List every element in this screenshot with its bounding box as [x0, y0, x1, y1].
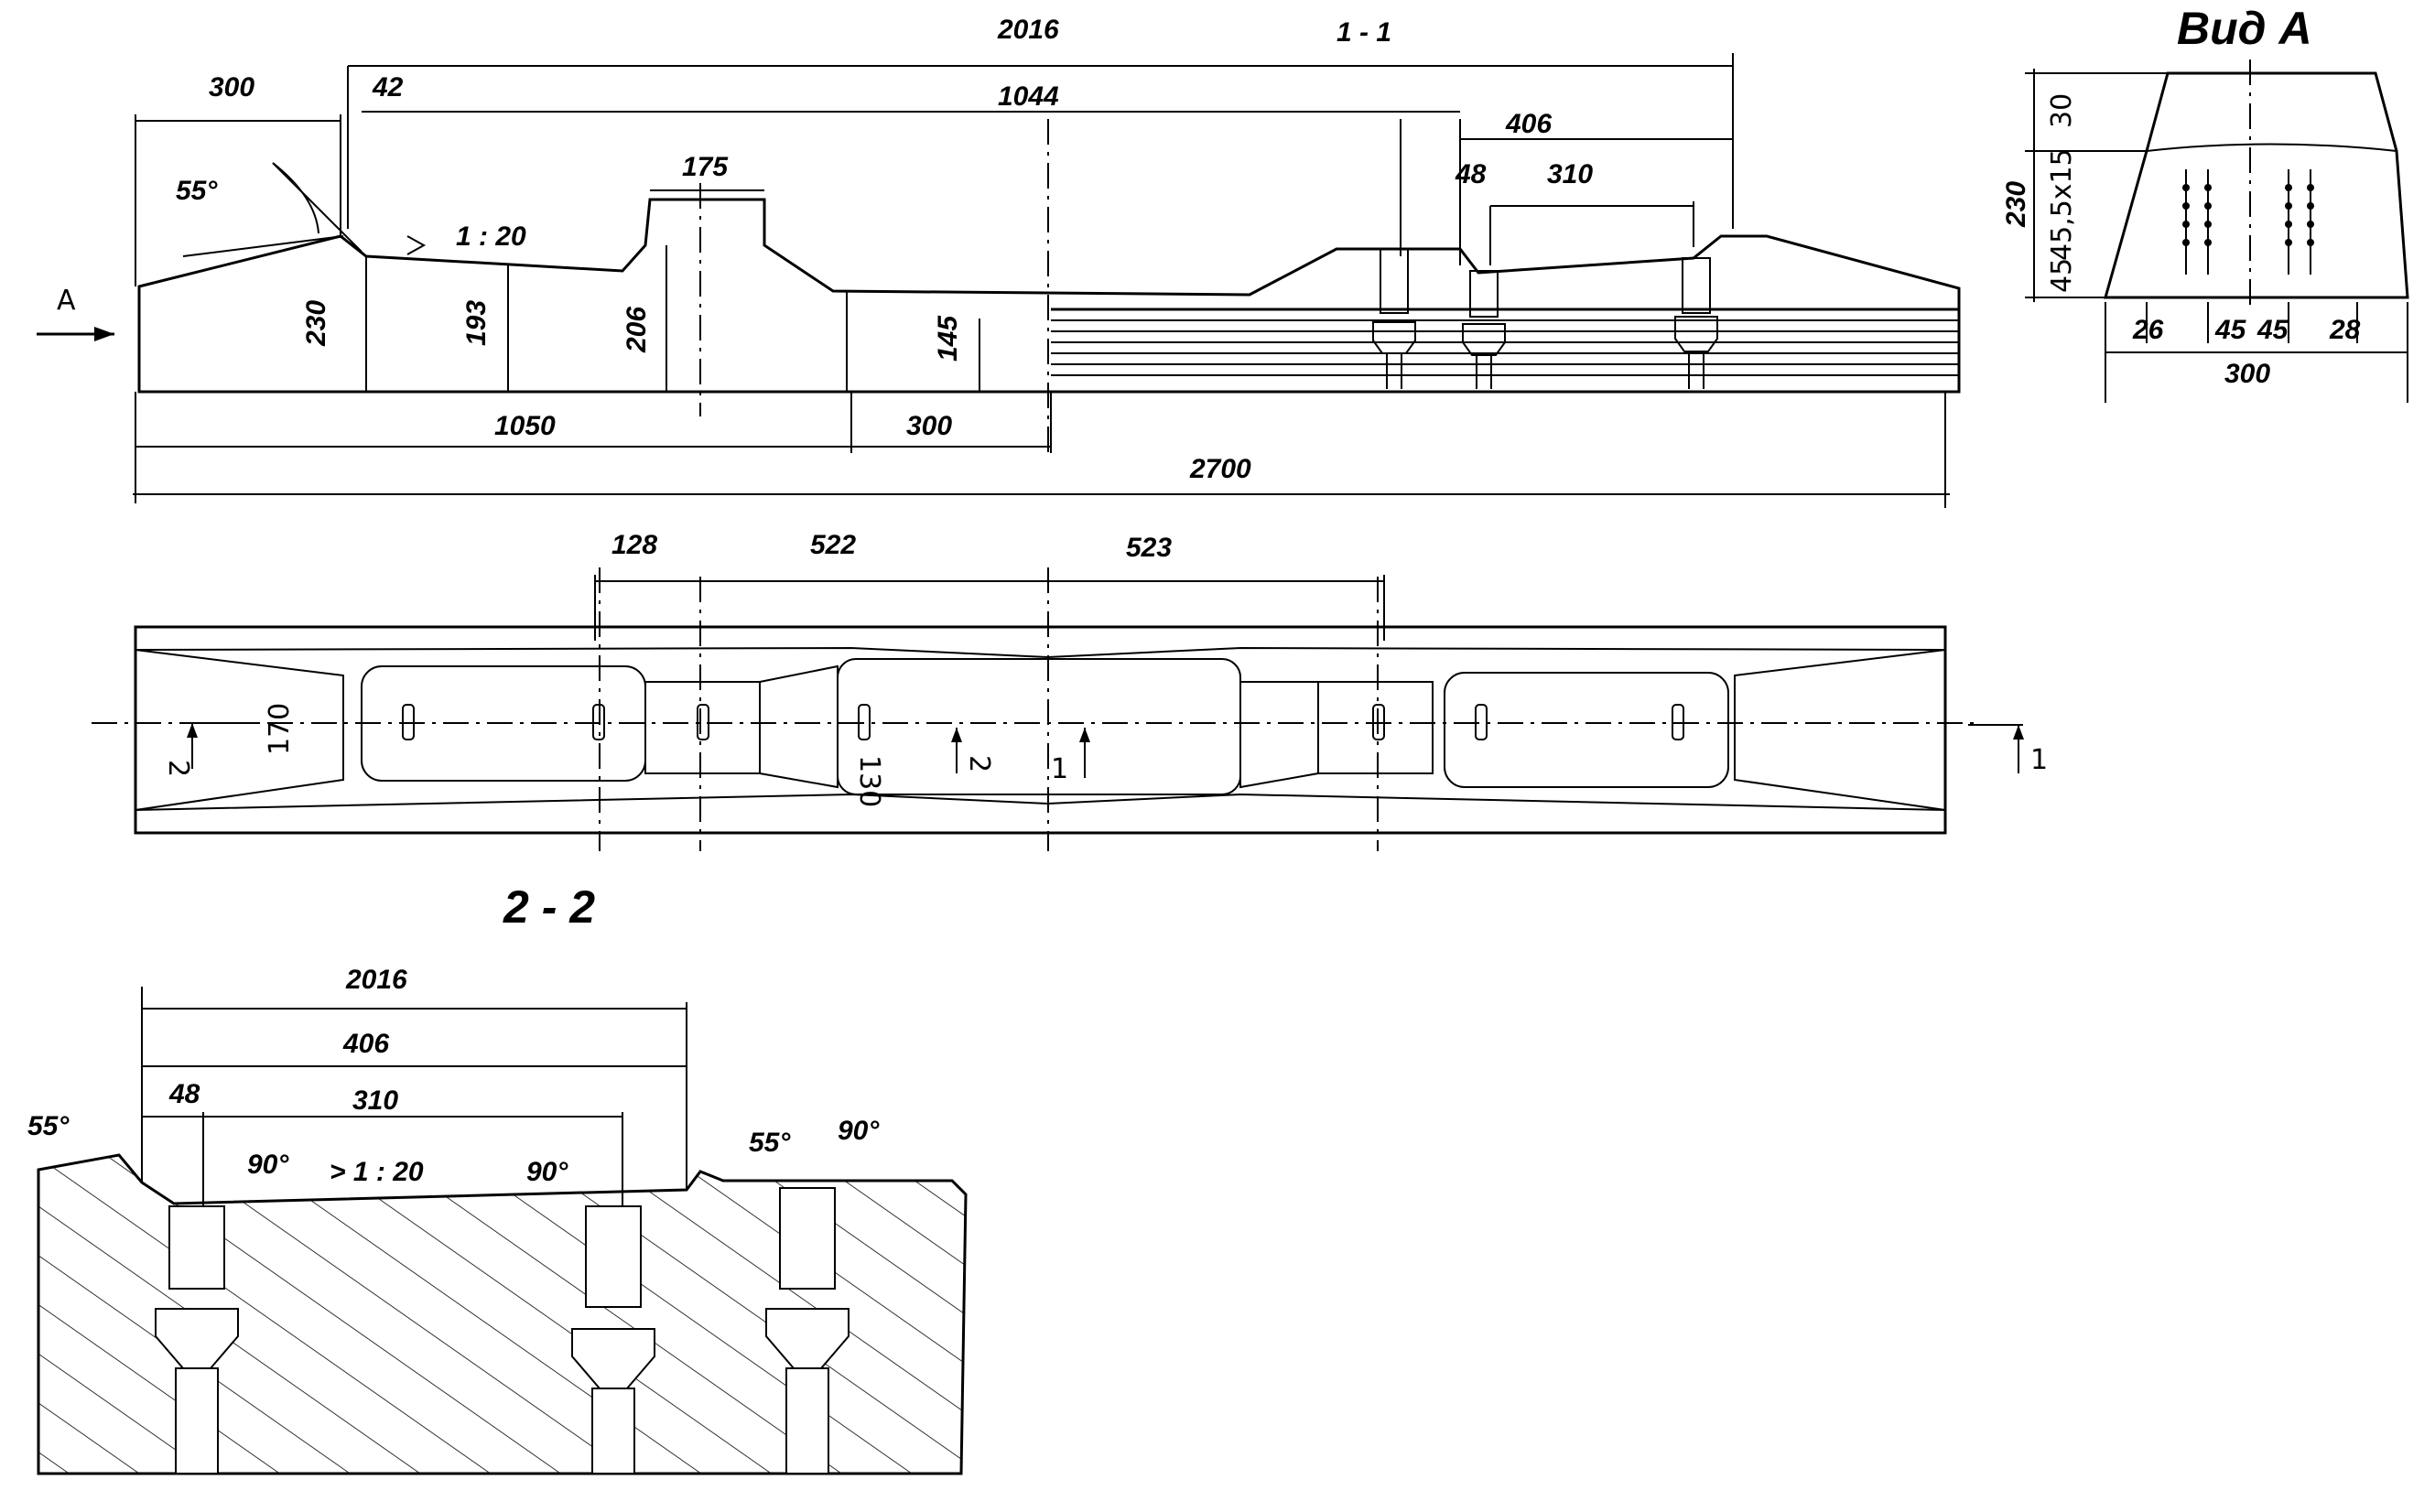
dim-193: 193: [461, 300, 492, 346]
view-a-dim-45-b: 45: [2256, 315, 2289, 345]
dim-406: 406: [1505, 109, 1552, 139]
section-bolt-1: [155, 1205, 239, 1474]
section-2-2: 2 - 2 2016 406 48 310 55° 55°: [27, 881, 968, 1475]
view-a-outline: [2104, 71, 2409, 299]
section-title-1-1: 1 - 1: [1337, 17, 1391, 48]
section-angle-90-c: 90°: [838, 1116, 880, 1146]
section-title-2-2: 2 - 2: [503, 881, 595, 933]
view-a-dim-230: 230: [2001, 181, 2031, 228]
section-dim-48: 48: [168, 1079, 200, 1109]
plan-outline: [134, 625, 1947, 835]
cut-2-right: 2: [963, 755, 995, 772]
section-angle-55-right: 55°: [749, 1128, 791, 1158]
view-a-dim-300: 300: [2224, 359, 2270, 389]
cut-1-right: 1: [2030, 744, 2048, 776]
view-a-dim-30: 30: [2046, 93, 2078, 128]
plan-dim-130: 130: [853, 755, 885, 807]
section-bolt-2: [571, 1205, 655, 1474]
dim-206: 206: [622, 307, 652, 353]
view-a-dim-28: 28: [2329, 315, 2361, 345]
slope-label: 1 : 20: [456, 221, 526, 252]
dim-300-bottom: 300: [906, 411, 952, 441]
dim-2016: 2016: [997, 15, 1059, 45]
section-angle-55-left: 55°: [27, 1111, 70, 1141]
plan-dim-128: 128: [611, 530, 657, 560]
plan-dim-522: 522: [810, 530, 856, 560]
dim-175: 175: [682, 152, 729, 182]
plan-dim-523: 523: [1126, 533, 1172, 563]
section-angle-90-b: 90°: [526, 1157, 568, 1187]
view-a-dim-45-5x15: 45,5x15: [2046, 148, 2078, 261]
anchor-bolt-2: [1462, 270, 1506, 389]
plan-view: 128 522 523 170 130 2 2 1 1: [92, 530, 2048, 851]
section-angle-90-a: 90°: [247, 1150, 289, 1180]
dim-230: 230: [301, 300, 331, 347]
cut-1-left: 1: [1051, 753, 1068, 785]
view-a-dim-45-a: 45: [2214, 315, 2247, 345]
dim-2700: 2700: [1189, 454, 1251, 484]
cut-2-left: 2: [162, 760, 194, 777]
sleeper-outline: [137, 198, 1961, 394]
dim-1050: 1050: [494, 411, 556, 441]
section-bolt-3: [765, 1187, 850, 1474]
elevation-view: A 2016 1044 300 42 175 406 48 310 55° 1 …: [37, 15, 1961, 508]
view-a-title: Вид А: [2177, 3, 2312, 54]
dim-300-top: 300: [209, 72, 254, 103]
section-dim-2016: 2016: [345, 965, 407, 995]
dim-145: 145: [933, 315, 963, 362]
anchor-bolt-1: [1372, 248, 1416, 389]
view-a: Вид А 230 30: [2001, 3, 2409, 403]
dim-1044: 1044: [998, 81, 1059, 112]
dim-42: 42: [372, 72, 404, 103]
view-a-dim-26: 26: [2132, 315, 2164, 345]
angle-55: 55°: [176, 176, 218, 206]
view-a-arrow-label: A: [57, 285, 76, 317]
dim-48: 48: [1455, 159, 1487, 189]
section-dim-310: 310: [352, 1085, 398, 1116]
section-slope: > 1 : 20: [330, 1157, 424, 1187]
section-dim-406: 406: [342, 1029, 389, 1059]
anchor-bolt-3: [1674, 257, 1718, 389]
view-a-holes: [2182, 169, 2314, 275]
dim-310: 310: [1547, 159, 1593, 189]
view-a-dim-45-side: 45: [2046, 258, 2078, 293]
plan-dim-170: 170: [264, 703, 296, 755]
